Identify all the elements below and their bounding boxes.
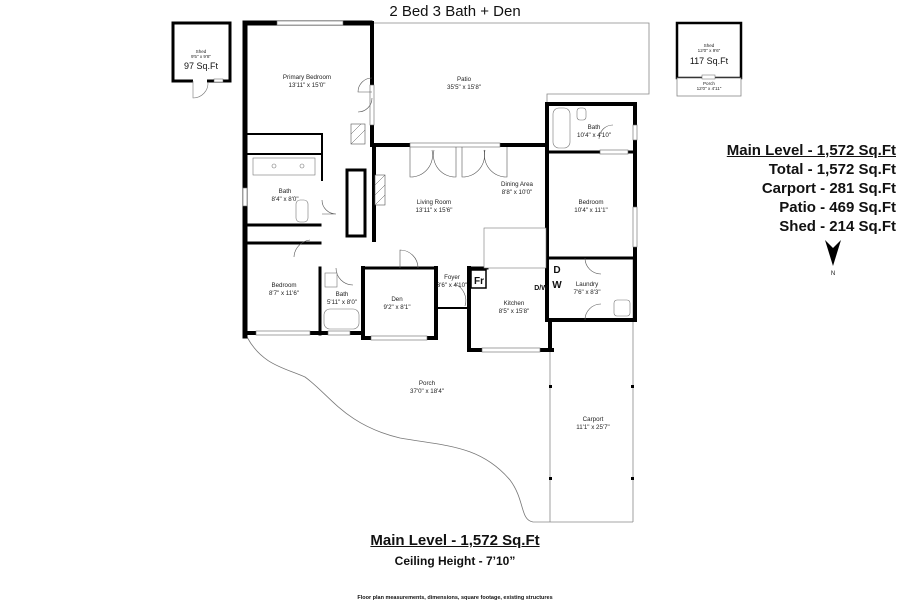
dishwasher-label: D/W <box>534 285 548 292</box>
porch-outline <box>246 336 534 523</box>
kitchen-name: Kitchen <box>504 300 525 307</box>
shed-left-area: 97 Sq.Ft <box>184 61 219 71</box>
east-bedroom-name: Bedroom <box>578 199 603 206</box>
shed-right-area: 117 Sq.Ft <box>690 56 729 66</box>
carport-dims: 11'1" x 25'7" <box>576 424 609 431</box>
patio-outline <box>374 22 650 104</box>
den-name: Den <box>391 296 403 303</box>
east-bath-dims: 10'4" x 4'10" <box>577 132 611 139</box>
summary-total: Total - 1,572 Sq.Ft <box>768 161 896 178</box>
porch-dims: 37'0" x 18'4" <box>410 388 444 395</box>
washer-label: W <box>552 280 562 291</box>
small-bath-dims: 5'11" x 8'0" <box>327 299 357 306</box>
carport-name: Carport <box>583 416 604 423</box>
summary-main-level: Main Level - 1,572 Sq.Ft <box>726 142 896 159</box>
dryer-label: D <box>553 265 560 276</box>
shed-right: Shed 12'0" x 9'6" 117 Sq.Ft Porch 12'0" … <box>675 21 743 97</box>
living-room-dims: 13'11" x 15'6" <box>416 207 453 214</box>
foyer-name: Foyer <box>444 274 460 281</box>
dining-area-dims: 8'8" x 10'0" <box>502 189 533 196</box>
footer-ceiling-height: Ceiling Height - 7’10” <box>394 554 516 568</box>
plan-title: 2 Bed 3 Bath + Den <box>389 3 521 20</box>
laundry-name: Laundry <box>576 281 599 288</box>
shed-left-dims: 9'5" x 9'8" <box>191 54 211 59</box>
patio-dims: 35'5" x 15'8" <box>447 84 481 91</box>
shed-right-name: Shed <box>704 43 715 48</box>
shed-left-name: Shed <box>196 49 207 54</box>
room-labels: Primary Bedroom 13'11" x 15'0" Patio 35'… <box>269 74 611 431</box>
shed-left: Shed 9'5" x 9'8" 97 Sq.Ft <box>171 21 232 99</box>
summary-patio: Patio - 469 Sq.Ft <box>779 199 896 216</box>
east-bath-name: Bath <box>588 124 601 131</box>
fixtures <box>252 107 631 330</box>
summary-shed: Shed - 214 Sq.Ft <box>779 218 896 235</box>
footer-disclaimer: Floor plan measurements, dimensions, squ… <box>357 595 553 601</box>
foyer-dims: 3'6" x 4'10" <box>437 282 468 289</box>
dining-area-name: Dining Area <box>501 181 534 188</box>
laundry-dims: 7'6" x 8'3" <box>573 289 600 296</box>
primary-bath-dims: 8'4" x 8'0" <box>271 196 298 203</box>
north-indicator: N <box>818 240 848 277</box>
house-walls <box>242 20 637 352</box>
area-summary: Main Level - 1,572 Sq.Ft Total - 1,572 S… <box>727 141 896 236</box>
shed-right-porch-dims: 12'0" x 4'11" <box>697 86 722 91</box>
primary-bedroom-dims: 13'11" x 15'0" <box>289 82 326 89</box>
west-bedroom-name: Bedroom <box>271 282 296 289</box>
north-label: N <box>830 271 836 277</box>
doors <box>293 77 614 321</box>
porch-name: Porch <box>419 380 436 387</box>
summary-carport: Carport - 281 Sq.Ft <box>761 180 896 197</box>
living-room-name: Living Room <box>417 199 451 206</box>
footer-main-level: Main Level - 1,572 Sq.Ft <box>370 532 540 549</box>
primary-bath-name: Bath <box>279 188 292 195</box>
windows <box>242 20 638 353</box>
north-arrow-icon <box>825 240 841 266</box>
appliances: Fr D W D/W <box>470 265 562 292</box>
patio-name: Patio <box>457 76 472 83</box>
shed-right-porch: Porch <box>703 81 715 86</box>
fridge-label: Fr <box>474 276 484 287</box>
small-bath-name: Bath <box>336 291 349 298</box>
west-bedroom-dims: 8'7" x 11'6" <box>269 290 299 297</box>
east-bedroom-dims: 10'4" x 11'1" <box>574 207 607 214</box>
primary-bedroom-name: Primary Bedroom <box>283 74 331 81</box>
kitchen-dims: 8'5" x 15'8" <box>499 308 530 315</box>
fireplace <box>350 123 386 206</box>
shed-right-dims: 12'0" x 9'6" <box>698 48 721 53</box>
den-dims: 9'2" x 8'1" <box>383 304 410 311</box>
